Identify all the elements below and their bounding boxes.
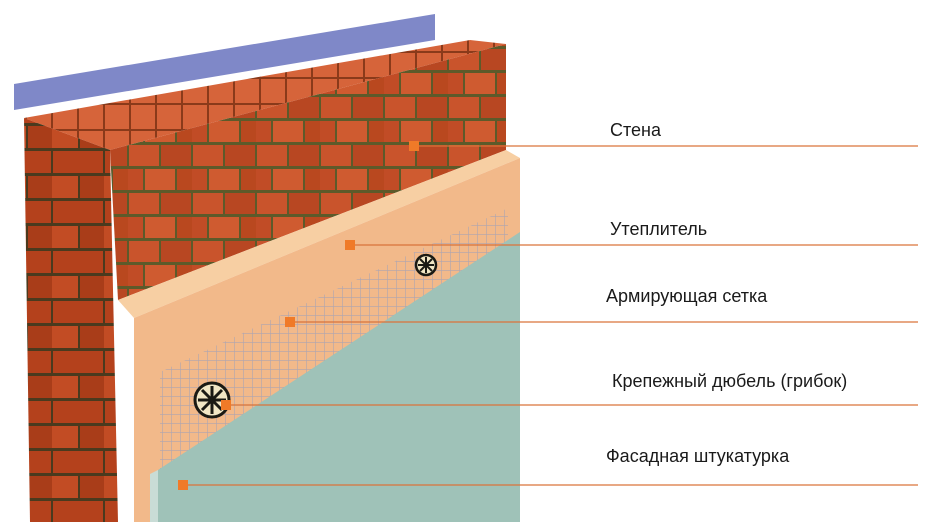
label-dowel: Крепежный дюбель (грибок): [612, 371, 847, 391]
brick-wall-face: [110, 44, 506, 300]
insulation-top: [118, 150, 520, 318]
label-mesh: Армирующая сетка: [606, 286, 768, 306]
brick-wall-side: [24, 118, 118, 522]
marker-dowel: [221, 400, 231, 410]
brick-wall-top: [24, 40, 506, 150]
dowel-icon: [414, 253, 438, 277]
marker-plaster: [178, 480, 188, 490]
marker-mesh: [285, 317, 295, 327]
backing-panel: [14, 14, 435, 110]
marker-insulation: [345, 240, 355, 250]
label-wall: Стена: [610, 120, 662, 140]
plaster-edge: [150, 470, 158, 522]
label-plaster: Фасадная штукатурка: [606, 446, 790, 466]
label-insulation: Утеплитель: [610, 219, 707, 239]
marker-wall: [409, 141, 419, 151]
plaster-face: [158, 232, 520, 522]
